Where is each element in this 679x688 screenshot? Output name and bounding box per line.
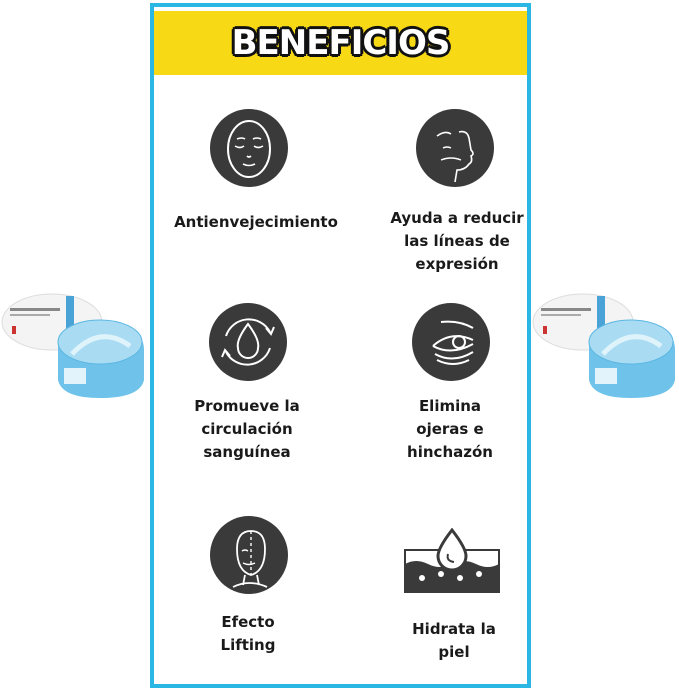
product-image-right <box>531 284 679 402</box>
caption-line: Antienvejecimiento <box>174 213 338 231</box>
benefit-caption-anti-aging: Antienvejecimiento <box>171 211 341 234</box>
caption-line: Ayuda a reducir <box>390 209 524 227</box>
product-image-left <box>0 284 148 402</box>
face-icon <box>210 109 288 187</box>
face-profile-icon <box>416 109 494 187</box>
benefit-caption-lifting: Efecto Lifting <box>163 611 333 657</box>
caption-line: las líneas de <box>404 232 510 250</box>
caption-line: Elimina <box>418 397 482 415</box>
caption-line: ojeras e <box>416 420 484 438</box>
caption-line: Lifting <box>220 636 276 654</box>
caption-line: expresión <box>415 255 499 273</box>
caption-line: Efecto <box>221 613 275 631</box>
caption-line: Hidrata la <box>412 620 496 638</box>
caption-line: sanguínea <box>203 443 291 461</box>
header-banner: BENEFICIOS <box>154 11 527 75</box>
caption-line: circulación <box>201 420 293 438</box>
benefit-caption-expression-lines: Ayuda a reducir las líneas de expresión <box>372 207 542 276</box>
caption-line: piel <box>438 643 470 661</box>
eye-wrinkles-icon <box>412 303 490 381</box>
caption-line: Promueve la <box>194 397 300 415</box>
skin-hydration-icon <box>404 528 500 593</box>
benefit-caption-dark-circles: Elimina ojeras e hinchazón <box>365 395 535 464</box>
caption-line: hinchazón <box>407 443 493 461</box>
page-title: BENEFICIOS <box>231 23 451 63</box>
face-lift-icon <box>210 516 288 594</box>
benefit-caption-hydration: Hidrata la piel <box>369 618 539 664</box>
circulation-drop-icon <box>209 303 287 381</box>
benefit-caption-circulation: Promueve la circulación sanguínea <box>162 395 332 464</box>
